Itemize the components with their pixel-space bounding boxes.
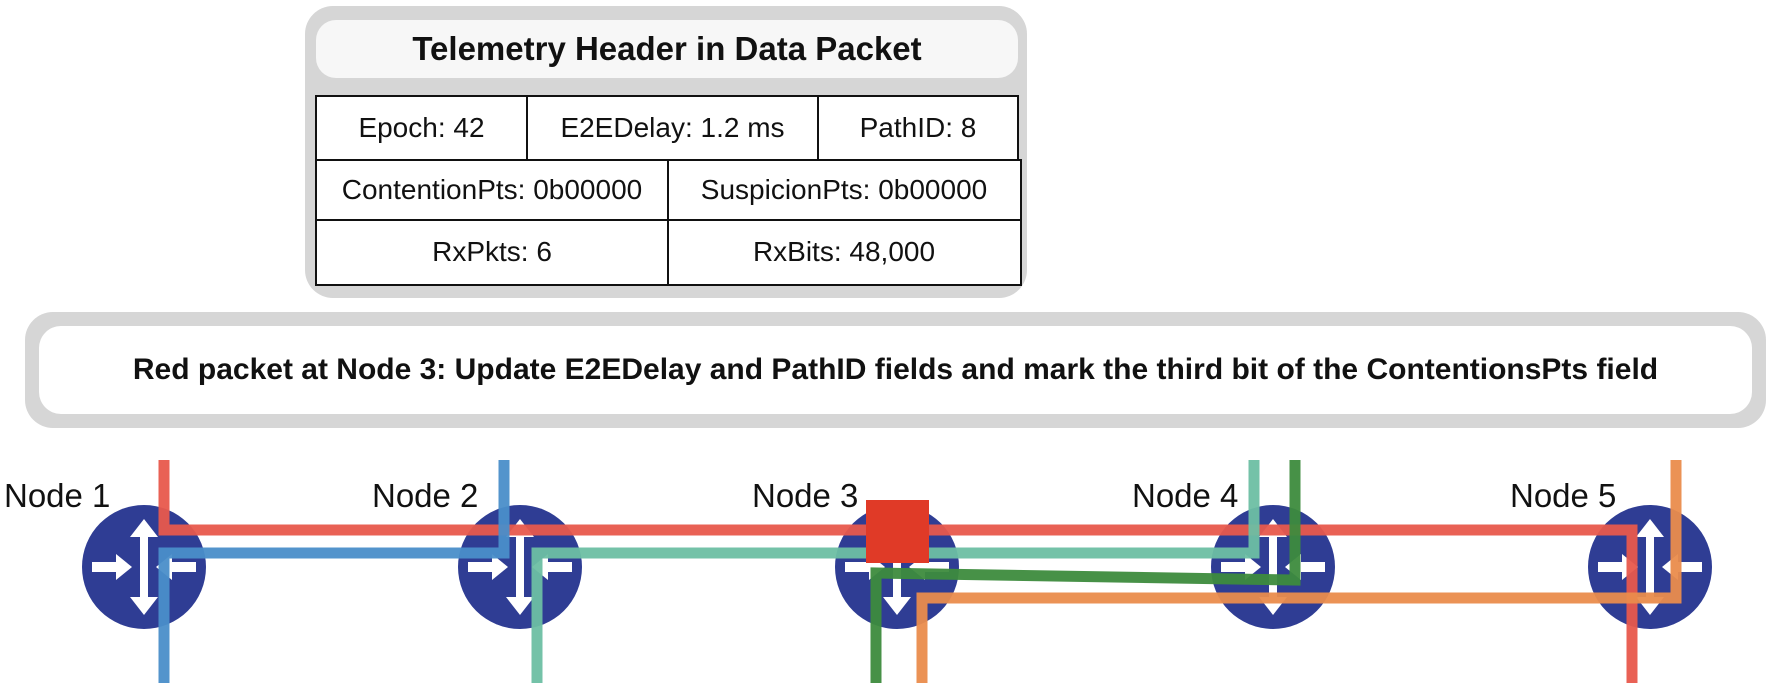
orange-flow-path (916, 460, 1682, 683)
suspicionpts-field: SuspicionPts: 0b00000 (666, 159, 1022, 222)
green-flow-path (870, 460, 1301, 683)
contentionpts-field: ContentionPts: 0b00000 (315, 159, 669, 222)
node-1-router-icon (82, 505, 206, 629)
telemetry-header-title: Telemetry Header in Data Packet (316, 20, 1018, 78)
red-packet-marker (866, 500, 929, 563)
node-5-label: Node 5 (1510, 477, 1617, 514)
node-2-label: Node 2 (372, 477, 479, 514)
node-1-label: Node 1 (4, 477, 111, 514)
node-4-router-icon (1211, 505, 1335, 629)
pathid-field: PathID: 8 (817, 95, 1019, 162)
annotation-text: Red packet at Node 3: Update E2EDelay an… (39, 326, 1752, 414)
node-3-label: Node 3 (752, 477, 859, 514)
rxbits-field: RxBits: 48,000 (666, 219, 1022, 286)
node-4-label: Node 4 (1132, 477, 1239, 514)
blue-flow-path (158, 460, 510, 683)
node-2-router-icon (458, 505, 582, 629)
telemetry-header-table: Epoch: 42 E2EDelay: 1.2 ms PathID: 8 Con… (315, 95, 1022, 286)
rxpkts-field: RxPkts: 6 (315, 219, 669, 286)
node-5-router-icon (1588, 505, 1712, 629)
